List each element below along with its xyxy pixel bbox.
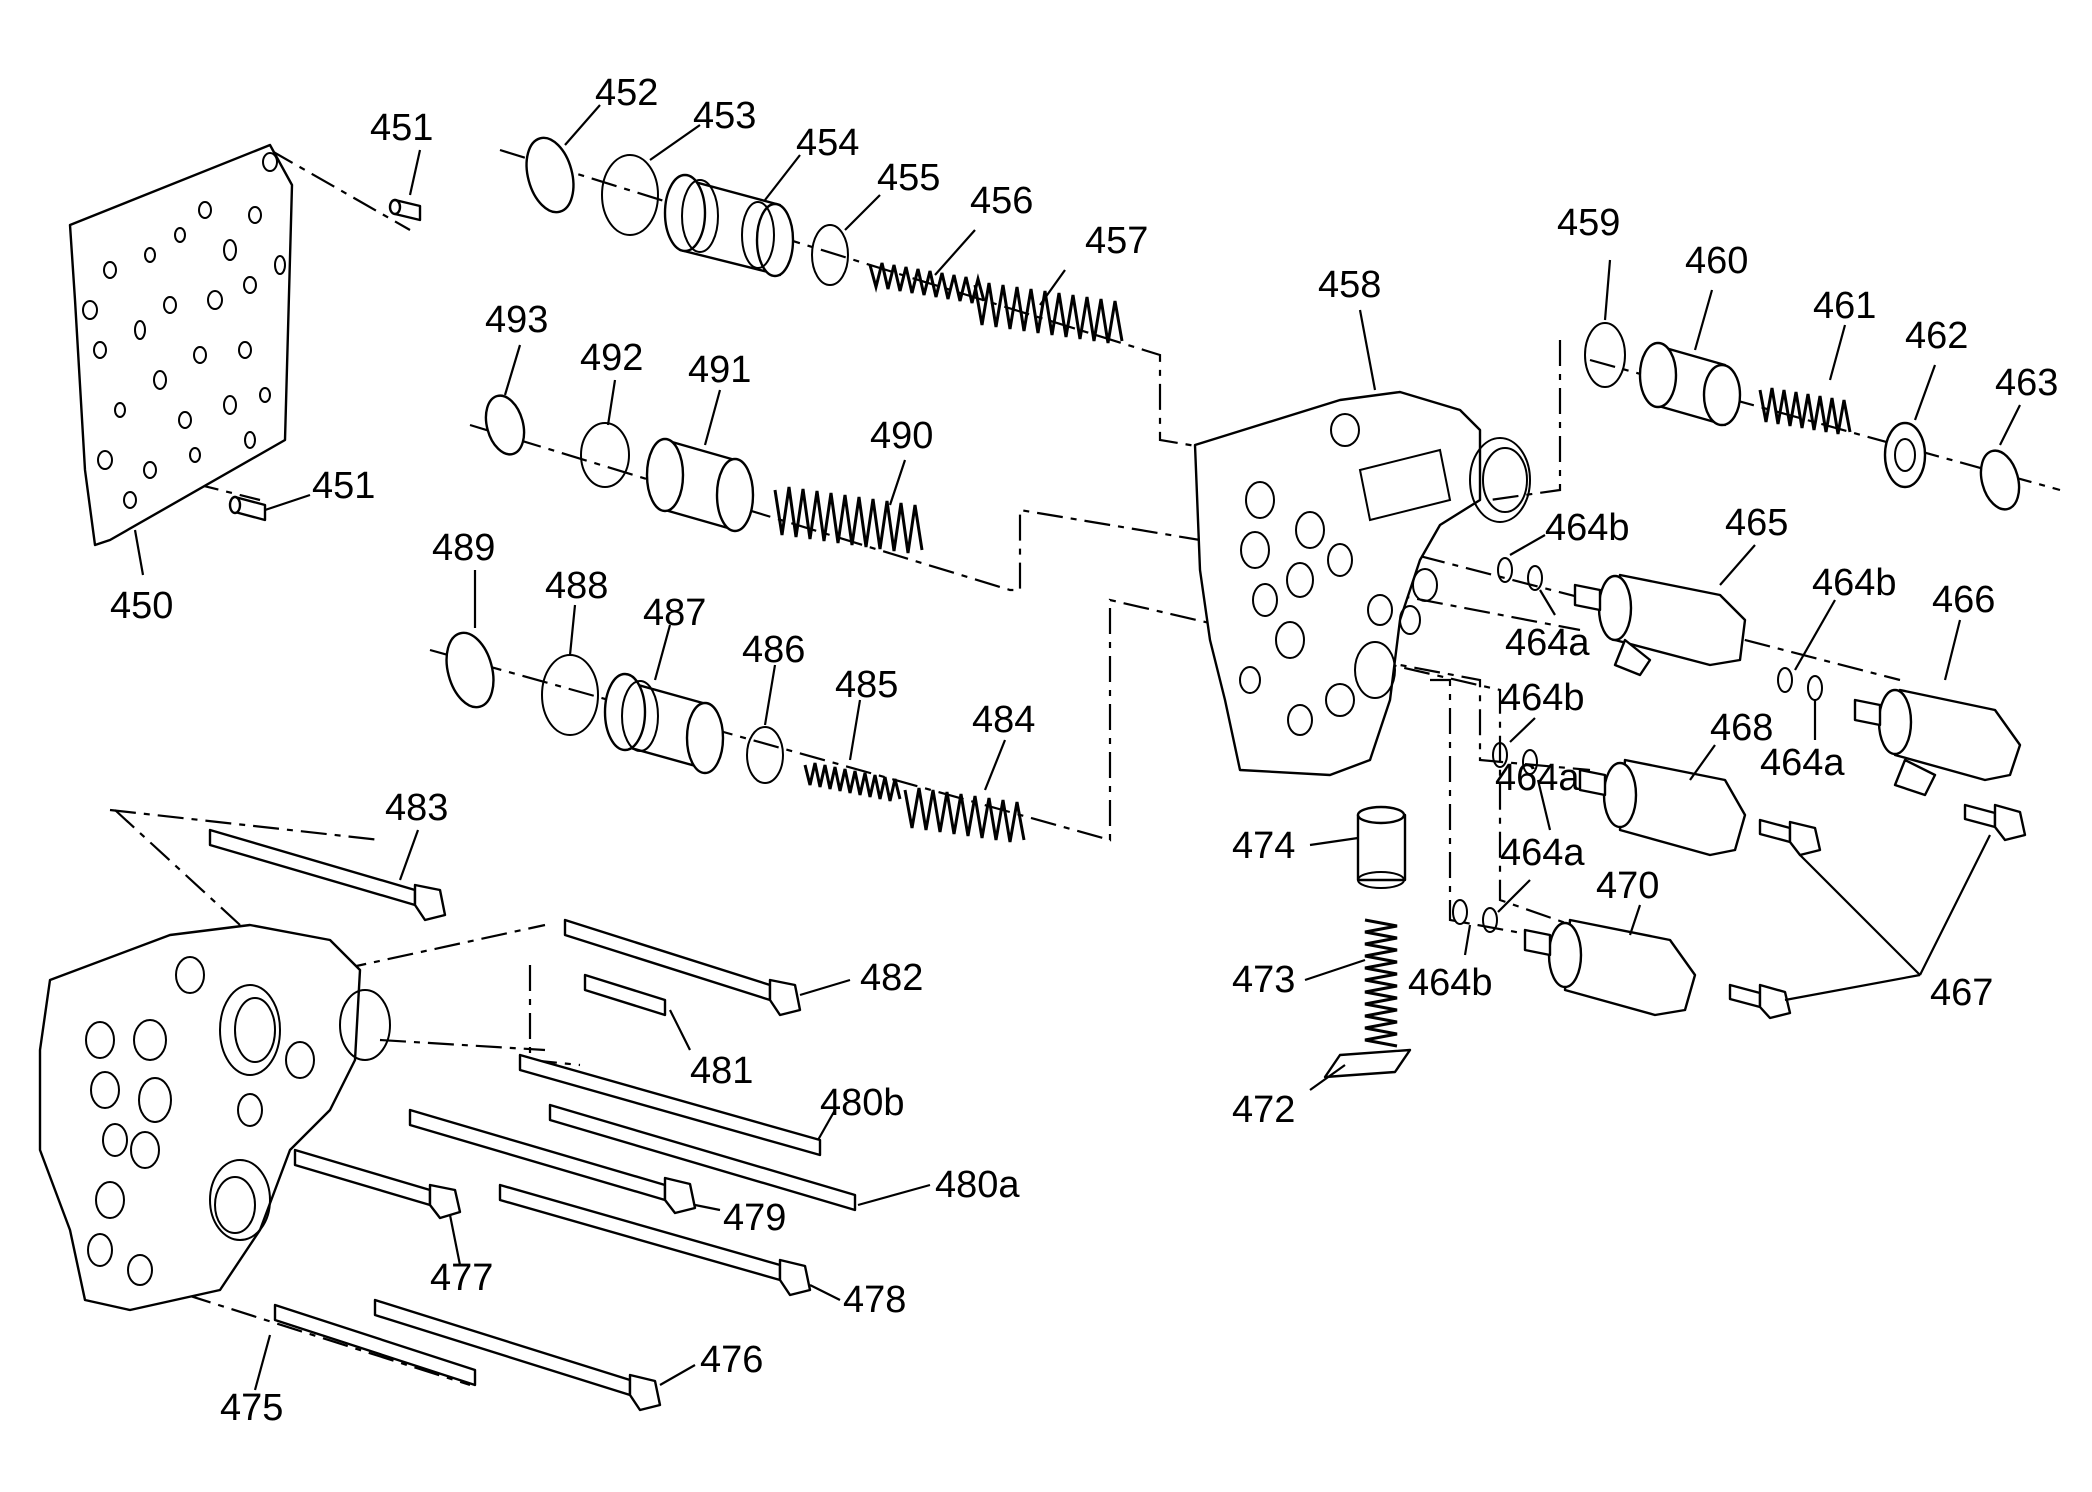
callout-460: 460: [1685, 240, 1748, 282]
callout-451-lower: 451: [312, 465, 375, 507]
plug-455: [811, 224, 849, 286]
callout-464b-3: 464b: [1500, 677, 1585, 719]
callout-470: 470: [1596, 865, 1659, 907]
callout-464a-2: 464a: [1760, 742, 1845, 784]
callout-488: 488: [545, 565, 608, 607]
callout-labels: 450 451 451 452 453 454 455 456 457 458 …: [110, 72, 2058, 1429]
callout-454: 454: [796, 122, 859, 164]
callout-464b-1: 464b: [1545, 507, 1630, 549]
lower-valve-body: [38, 923, 391, 1312]
valve-460: [1638, 341, 1742, 427]
callout-473: 473: [1232, 959, 1295, 1001]
plug-492: [580, 422, 630, 488]
pin-451-lower: [228, 495, 267, 522]
bolt-483: [208, 828, 447, 922]
callout-477: 477: [430, 1257, 493, 1299]
callout-489: 489: [432, 527, 495, 569]
plug-486: [746, 726, 784, 784]
callout-490: 490: [870, 415, 933, 457]
callout-481: 481: [690, 1050, 753, 1092]
valve-474: [1356, 805, 1407, 889]
bolt-482: [563, 918, 802, 1017]
separator-plate-450: [68, 143, 294, 547]
retaining-ring-493: [484, 394, 526, 456]
callout-465: 465: [1725, 502, 1788, 544]
callout-466: 466: [1932, 579, 1995, 621]
callout-455: 455: [877, 157, 940, 199]
bolt-476: [373, 1298, 662, 1412]
callout-480b: 480b: [820, 1082, 905, 1124]
callout-483: 483: [385, 787, 448, 829]
valve-body-458: [1193, 390, 1531, 777]
callout-450: 450: [110, 585, 173, 627]
callout-457: 457: [1085, 220, 1148, 262]
solenoid-465: [1573, 573, 1747, 677]
bolt-477: [293, 1148, 462, 1220]
callout-475: 475: [220, 1387, 283, 1429]
callout-468: 468: [1710, 707, 1773, 749]
spring-484: [903, 787, 1026, 843]
callout-464a-3: 464a: [1495, 757, 1580, 799]
callout-462: 462: [1905, 315, 1968, 357]
callout-464b-2: 464b: [1812, 562, 1897, 604]
pin-451-upper: [388, 198, 422, 222]
solenoid-470: [1523, 918, 1697, 1017]
callout-478: 478: [843, 1279, 906, 1321]
plug-453: [601, 154, 659, 236]
callout-467: 467: [1930, 972, 1993, 1014]
callout-482: 482: [860, 957, 923, 999]
callout-463: 463: [1995, 362, 2058, 404]
retaining-ring-452: [525, 136, 575, 214]
callout-472: 472: [1232, 1089, 1295, 1131]
callout-459: 459: [1557, 202, 1620, 244]
valve-491: [645, 437, 755, 533]
spring-457: [973, 282, 1124, 344]
callout-491: 491: [688, 349, 751, 391]
callout-480a: 480a: [935, 1164, 1020, 1206]
callout-487: 487: [643, 592, 706, 634]
callout-456: 456: [970, 180, 1033, 222]
retaining-ring-489: [445, 631, 495, 709]
pin-481: [583, 973, 667, 1017]
solenoid-466: [1853, 688, 2022, 797]
callout-474: 474: [1232, 825, 1295, 867]
callout-485: 485: [835, 664, 898, 706]
sleeve-487: [603, 672, 725, 775]
callout-451-upper: 451: [370, 107, 433, 149]
callout-453: 453: [693, 95, 756, 137]
callout-452: 452: [595, 72, 658, 114]
callout-479: 479: [723, 1197, 786, 1239]
spring-456: [868, 262, 986, 304]
retainer-472: [1323, 1048, 1412, 1079]
rod-480a: [548, 1103, 857, 1212]
bolt-479: [408, 1108, 697, 1215]
callout-484: 484: [972, 699, 1035, 741]
rod-480b: [518, 1053, 822, 1157]
callout-492: 492: [580, 337, 643, 379]
rod-475: [273, 1303, 477, 1387]
callout-464a-4: 464a: [1500, 832, 1585, 874]
spring-485: [803, 762, 902, 802]
callout-493: 493: [485, 299, 548, 341]
bolt-467-upper: [1758, 818, 1822, 857]
plug-459: [1584, 322, 1626, 388]
spring-490: [773, 486, 924, 554]
sleeve-454: [663, 173, 795, 278]
callout-476: 476: [700, 1339, 763, 1381]
callout-464b-4: 464b: [1408, 962, 1493, 1004]
bolt-467-right: [1963, 803, 2027, 842]
retainer-462: [1883, 421, 1927, 489]
callout-486: 486: [742, 629, 805, 671]
solenoid-468: [1578, 758, 1747, 857]
spring-473: [1364, 918, 1398, 1048]
retaining-ring-463: [1979, 449, 2021, 511]
leader-lines: [133, 104, 2021, 1391]
bolt-478: [498, 1183, 812, 1297]
spring-461: [1758, 387, 1852, 435]
bolt-467-lower: [1728, 983, 1792, 1020]
callout-464a-1: 464a: [1505, 622, 1590, 664]
callout-461: 461: [1813, 285, 1876, 327]
callout-458: 458: [1318, 264, 1381, 306]
